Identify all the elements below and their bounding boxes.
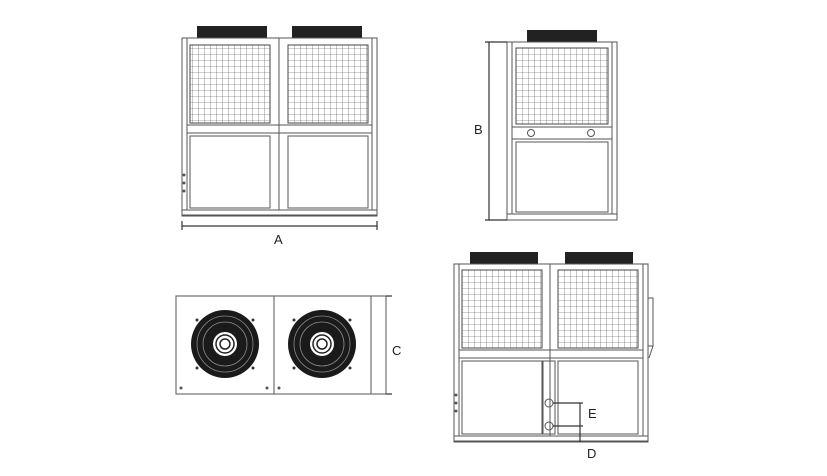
dimension-label-c: C bbox=[392, 343, 401, 358]
front-lower-panel-left bbox=[189, 135, 271, 209]
front-fan-housing-left bbox=[197, 26, 267, 38]
side-fan-housing bbox=[527, 30, 597, 42]
grille-icon bbox=[557, 269, 639, 349]
rear-lower-panel-right bbox=[557, 360, 639, 435]
rear-side-pipe bbox=[647, 297, 654, 347]
side-view: B bbox=[474, 30, 618, 221]
fan-icon bbox=[191, 310, 259, 378]
grille-icon bbox=[189, 44, 271, 124]
dimension-label-e: E bbox=[588, 406, 597, 421]
rear-base bbox=[453, 435, 649, 443]
grille-icon bbox=[461, 269, 543, 349]
grille-icon bbox=[287, 44, 369, 124]
rear-fan-housing-right bbox=[565, 252, 633, 264]
water-connection-upper bbox=[544, 398, 554, 408]
top-view: C bbox=[175, 295, 401, 395]
front-fan-housing-right bbox=[292, 26, 362, 38]
fan-icon bbox=[288, 310, 356, 378]
grille-icon bbox=[515, 47, 609, 125]
rear-fan-housing-left bbox=[470, 252, 538, 264]
side-lower-panel bbox=[515, 141, 609, 213]
dimension-label-b: B bbox=[474, 122, 483, 137]
rear-lower-panel-left bbox=[461, 360, 543, 435]
front-lower-panel-right bbox=[287, 135, 369, 209]
rear-view: E D bbox=[453, 252, 654, 461]
front-view: A bbox=[181, 26, 378, 247]
water-connection-lower bbox=[544, 421, 554, 431]
dimension-label-d: D bbox=[587, 446, 596, 461]
front-base bbox=[181, 209, 378, 217]
dimension-label-a: A bbox=[274, 232, 283, 247]
side-base bbox=[506, 213, 618, 221]
